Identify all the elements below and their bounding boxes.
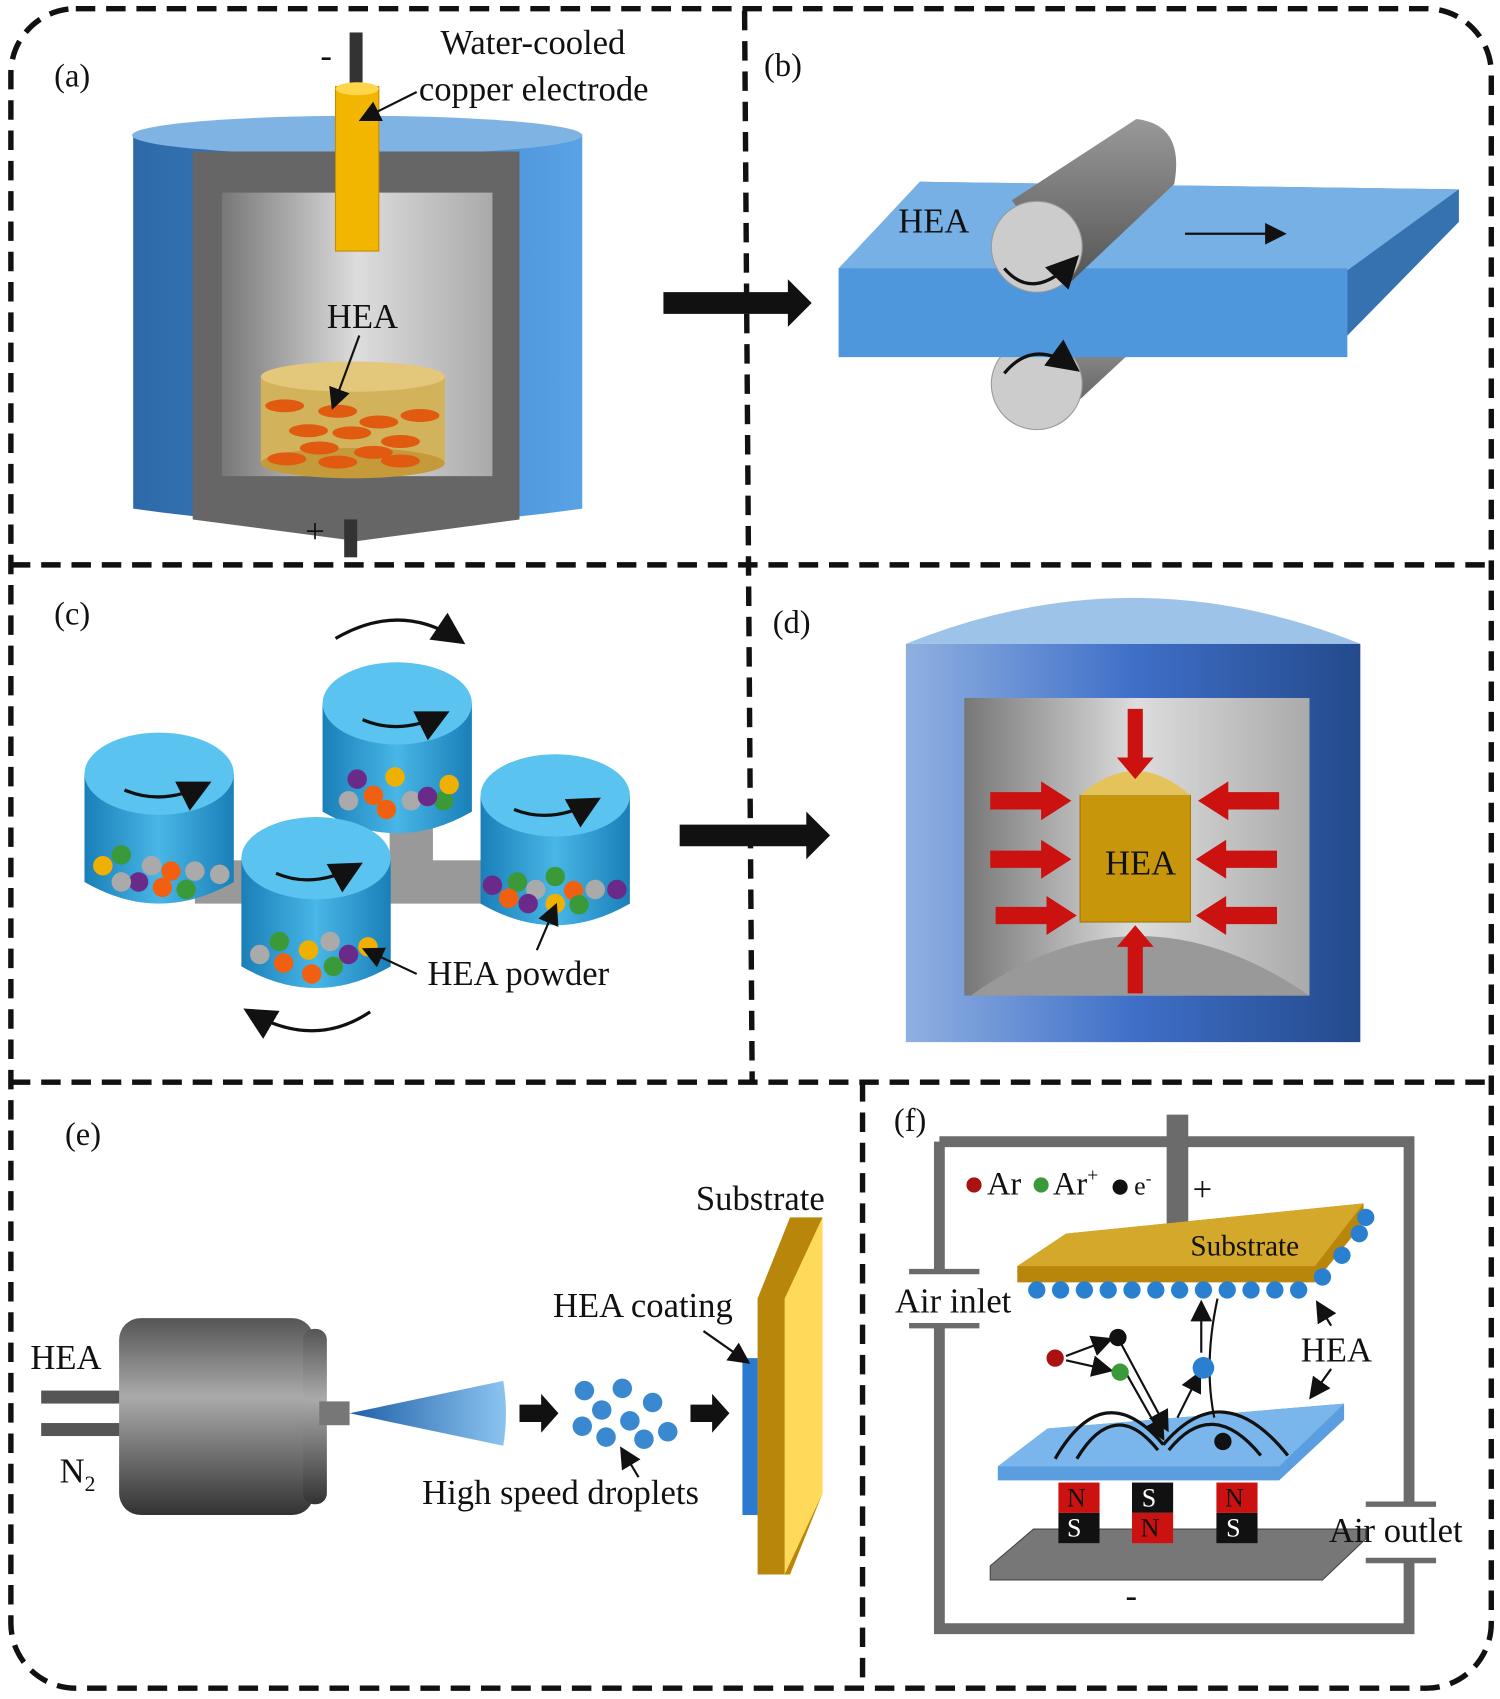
svg-text:N: N [1067,1483,1086,1512]
svg-text:S: S [1142,1483,1156,1512]
panel-a-label: (a) [54,59,90,95]
arrow-c-to-d [679,811,831,860]
pressure-arrows [990,708,1280,994]
outer-dashed-frame [8,5,1494,1691]
panel-dividers [10,10,1492,1689]
panel-d-label: (d) [773,605,811,641]
hea-label: HEA [327,298,398,336]
air-inlet-label: Air inlet [895,1283,1012,1321]
svg-text:N: N [1225,1483,1244,1512]
substrate-label: Substrate [1190,1230,1299,1262]
svg-text:N: N [1141,1514,1160,1543]
substrate-label: Substrate [696,1180,825,1218]
n2-label: N2 [60,1453,96,1497]
minus-sign: - [1126,1577,1138,1615]
panel-c-ball-milling: (c) HEA powder [54,596,630,1039]
svg-text:Ar+: Ar+ [1053,1166,1098,1203]
panel-b-rolling: (b) HEA [764,48,1459,431]
hea-label: HEA [1301,1331,1372,1369]
hea-label: HEA [1105,844,1176,882]
panel-b-label: (b) [764,48,802,84]
droplets [572,1378,678,1450]
hea-label: HEA [898,203,969,241]
electrode-label-1: Water-cooled [441,24,626,62]
panel-e-thermal-spray: (e) Substrate HEA coating HEA N2 High sp… [30,1117,825,1575]
svg-text:e-: e- [1134,1169,1152,1201]
arrow-a-to-b [663,279,812,327]
magnets: NS SN NS [1058,1482,1258,1544]
panel-d-sintering: (d) HEA [773,597,1361,1043]
panel-a-arc-melting: (a) - + Water-cooled copper electrode HE… [54,24,649,558]
hea-feed-label: HEA [30,1339,101,1377]
panel-f-label: (f) [894,1103,926,1139]
minus-sign: - [320,37,332,75]
panel-f-magnetron-sputtering: (f) NS SN NS [894,1103,1463,1635]
plus-sign: + [305,513,325,551]
species-legend: Ar Ar+ e- [966,1166,1152,1203]
panel-c-label: (c) [54,596,90,632]
hea-powder-label: HEA powder [428,955,610,993]
droplets-label: High speed droplets [422,1474,699,1512]
plus-sign: + [1193,1171,1213,1209]
hea-coating-label: HEA coating [553,1287,733,1325]
svg-text:S: S [1067,1514,1081,1543]
air-outlet-label: Air outlet [1329,1512,1463,1550]
svg-text:S: S [1226,1514,1240,1543]
electrode-label-2: copper electrode [419,71,649,109]
panel-e-label: (e) [65,1117,101,1153]
milling-jars [84,662,630,989]
svg-text:Ar: Ar [987,1167,1021,1203]
